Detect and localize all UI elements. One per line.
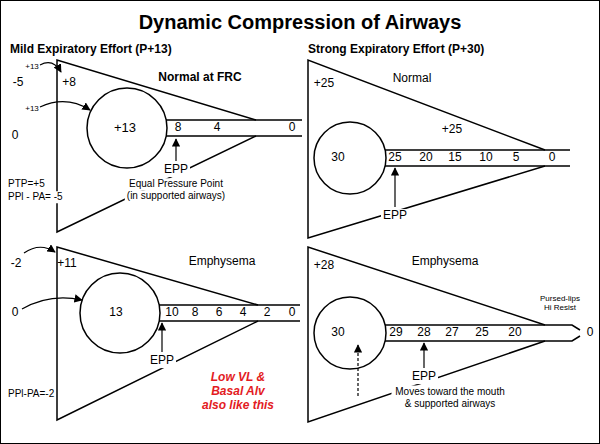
epp-arrow [175, 139, 176, 161]
alveolus-outline [80, 273, 160, 353]
pleural-pressure: +28 [314, 259, 334, 273]
pressure-value: -2 [11, 257, 22, 271]
airway-pressure: 10 [479, 151, 492, 165]
airway-pressure: 5 [513, 151, 520, 165]
subtitle: Mild Expiratory Effort (P+13) [10, 43, 172, 57]
alveolus-circle: 30 [314, 297, 386, 369]
airway-pressure: 27 [445, 326, 458, 340]
airway-pressure: 20 [419, 151, 432, 165]
pressure-arrow [22, 298, 82, 309]
airway-tube [385, 150, 570, 166]
airway-tube [385, 325, 580, 341]
airway-tube [166, 120, 302, 136]
pressure-arrow [40, 63, 61, 72]
pleural-pressure: +25 [442, 123, 462, 137]
airway-pressure: 28 [417, 326, 430, 340]
pressure-value: 0 [12, 306, 19, 320]
airway-pressure: 15 [448, 151, 461, 165]
alveolar-pressure: +13 [114, 121, 136, 136]
epp-label: EPP [162, 163, 190, 177]
pressure-formula: PPl - PA= -5 [6, 191, 65, 203]
airway-pressure: 4 [240, 306, 247, 320]
note-text: Moves toward the mouth & supported airwa… [392, 386, 509, 409]
epp-arrow [161, 323, 162, 352]
triangle-outline [57, 60, 256, 232]
circle-outline [314, 122, 386, 194]
airway-pressure: 8 [192, 306, 199, 320]
epp-label: EPP [148, 354, 176, 368]
alveolus-circle: 13 [80, 273, 160, 353]
alveolus-outline [314, 297, 386, 369]
highlight-note: Low VL & Basal Alv also like this [200, 371, 277, 412]
circle-outline [314, 297, 386, 369]
pleural-pressure: Emphysema [412, 255, 479, 269]
chest-wall-outline [57, 60, 256, 232]
alveolar-pressure: 13 [109, 306, 122, 320]
airway-pressure: 0 [289, 121, 296, 135]
epp-shift-arrow [357, 345, 358, 396]
airway-tube [159, 305, 300, 321]
effort-pressure: +13 [25, 104, 39, 113]
subtitle: Strong Expiratory Effort (P+30) [308, 43, 484, 57]
pressure-formula: PPl-PA=-2 [6, 388, 56, 400]
chest-wall-triangle: +25 Normal +25 30 [308, 60, 545, 238]
pressure-formula: PTP=+5 [6, 178, 47, 190]
pleural-pressure: Emphysema [189, 255, 256, 269]
effort-pressure: +13 [25, 62, 39, 71]
pleural-pressure: +8 [62, 76, 76, 90]
airway-pressure: 10 [165, 306, 178, 320]
alveolus-circle: +13 [87, 88, 167, 168]
airway-pressure: 0 [289, 306, 296, 320]
alveolar-pressure: 30 [331, 326, 344, 340]
pleural-pressure: Normal at FRC [158, 71, 241, 85]
alveolus-outline [87, 88, 167, 168]
airway-pressure: 8 [175, 121, 182, 135]
pleural-pressure: Normal [393, 72, 432, 86]
epp-label: EPP [381, 209, 409, 223]
airway-pressure: 29 [389, 326, 402, 340]
chest-wall-triangle: +8 Normal at FRC +13 [57, 60, 256, 232]
airway-pressure: 2 [264, 306, 271, 320]
note-text: Equal Pressure Point [127, 178, 225, 190]
airway-pressure: 0 [549, 151, 556, 165]
alveolar-pressure: 30 [331, 151, 344, 165]
note-text: Pursed-lips Hi Resist [538, 294, 582, 312]
diagram-title: Dynamic Compression of Airways [139, 11, 462, 34]
airway-pressure: 4 [214, 121, 221, 135]
chest-wall-outline [308, 60, 545, 238]
airway-pressure: 25 [388, 151, 401, 165]
triangle-outline [308, 60, 545, 238]
pressure-arrow [24, 247, 55, 253]
alveolus-circle: 30 [314, 122, 386, 194]
pressure-arrow [40, 102, 90, 110]
pleural-pressure: +25 [314, 77, 334, 91]
pressure-value: 0 [12, 129, 19, 143]
alveolus-outline [314, 122, 386, 194]
epp-arrow [423, 343, 424, 368]
chest-wall-outline [308, 247, 545, 422]
note-text: (in supported airways) [125, 190, 227, 202]
pressure-value: -5 [13, 76, 24, 90]
airway-pressure: 20 [508, 326, 521, 340]
airway-pressure: 6 [216, 306, 223, 320]
pleural-pressure: +11 [57, 257, 76, 271]
airway-pressure: 0 [587, 326, 594, 340]
epp-label: EPP [410, 370, 438, 384]
airway-pressure: 25 [475, 326, 488, 340]
epp-arrow [394, 168, 395, 207]
